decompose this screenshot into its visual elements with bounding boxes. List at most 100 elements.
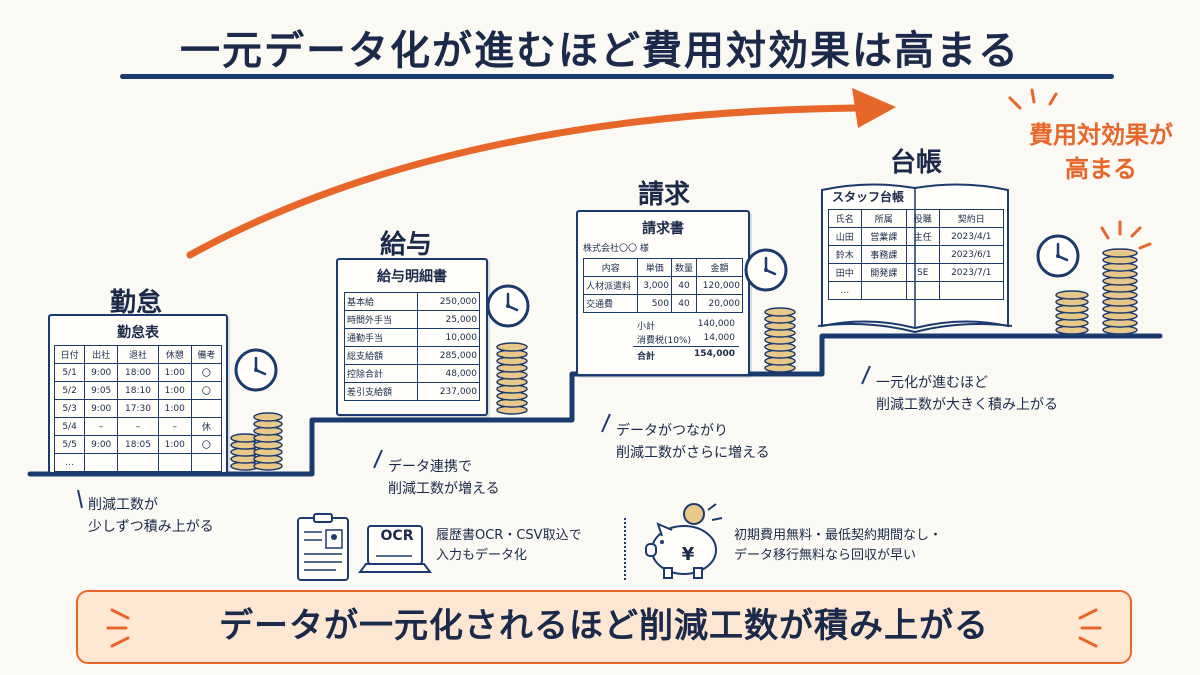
- table-cell: 500: [637, 294, 672, 313]
- staircase-line: [27, 333, 1163, 477]
- table-row: 田中 開発課 SE 2023/7/1: [828, 263, 1005, 282]
- payslip-title: 給与明細書: [377, 269, 447, 285]
- callout-line: 費用対効果が: [1029, 121, 1173, 149]
- total-label: 合計: [637, 352, 656, 362]
- table-row: 5/3 9:00 17:30 1:00: [53, 399, 223, 418]
- table-cell: [860, 281, 907, 300]
- stage-label-daicho: 台帳: [890, 148, 943, 178]
- growth-arrow: [186, 104, 864, 259]
- table-row: 交通費 500 40 20,000: [582, 294, 743, 313]
- table-row: 5/1 9:00 18:00 1:00 〇: [53, 363, 223, 382]
- feature-line: データ移行無料なら回収が早い: [734, 548, 917, 563]
- stage-label-seikyu: 請求: [638, 180, 691, 210]
- table-cell: [938, 281, 1005, 300]
- invoice-totals: 小計 140,000 消費税(10%) 14,000 合計 154,000: [583, 319, 743, 363]
- callout-line: 高まる: [1065, 155, 1137, 183]
- note-line: データ連携で: [388, 459, 472, 475]
- table-row: 鈴木 事務課 2023/6/1: [828, 245, 1005, 264]
- note-tick-kyuyo: [373, 449, 383, 469]
- coin-stack-icon: [764, 307, 796, 373]
- coin-icon: [683, 503, 705, 525]
- invoice-title: 請求書: [642, 221, 684, 237]
- subtotal-value: 140,000: [697, 319, 735, 329]
- note-tick-kintai: [77, 489, 83, 509]
- note-line: 一元化が進むほど: [876, 375, 988, 391]
- title-underline: [120, 74, 1114, 79]
- table-row: …: [53, 453, 223, 472]
- sparkle-lines-right: [1100, 220, 1152, 250]
- table-row: 5/2 9:05 18:10 1:00 〇: [53, 381, 223, 400]
- growth-arrowhead: [852, 88, 896, 128]
- feature-cost-text: 初期費用無料・最低契約期間なし・ データ移行無料なら回収が早い: [734, 526, 942, 566]
- conclusion-banner: [76, 590, 1132, 664]
- note-line: 削減工数が大きく積み上がる: [876, 397, 1058, 413]
- table-cell: [84, 453, 119, 472]
- banner-sparkles: [106, 608, 1102, 648]
- table-cell: 237,000: [417, 382, 480, 401]
- sparkle-lines-top: [1008, 88, 1058, 110]
- note-seikyu: データがつながり 削減工数がさらに増える: [616, 420, 770, 464]
- ledger-title: スタッフ台帳: [832, 190, 905, 204]
- feature-line: 初期費用無料・最低契約期間なし・: [734, 528, 943, 543]
- table-row: 人材派遣料 3,000 40 120,000: [582, 276, 743, 295]
- feature-line: 履歴書OCR・CSV取込で: [436, 528, 582, 543]
- ocr-label: OCR: [380, 528, 414, 544]
- page-title: 一元データ化が進むほど費用対効果は高まる: [180, 28, 1020, 74]
- coin-stack-icon: [253, 412, 283, 471]
- coin-stack-icon: [1055, 290, 1089, 335]
- feature-ocr-text: 履歴書OCR・CSV取込で 入力もデータ化: [436, 526, 582, 566]
- feature-line: 入力もデータ化: [436, 548, 528, 563]
- resume-icon: [297, 513, 349, 581]
- conclusion-text: データが一元化されるほど削減工数が積み上がる: [219, 606, 989, 646]
- clock-icon: [744, 248, 788, 292]
- note-line: 削減工数がさらに増える: [616, 445, 770, 461]
- note-tick-daicho: [861, 365, 871, 385]
- note-kyuyo: データ連携で 削減工数が増える: [388, 456, 500, 500]
- feature-divider: [624, 518, 628, 580]
- timesheet-table: 日付 出社 退社 休憩 備考 5/1 9:00 18:00 1:00 〇 5/2…: [53, 345, 223, 472]
- note-line: 削減工数が増える: [388, 481, 500, 497]
- table-cell: …: [828, 281, 862, 300]
- note-line: 削減工数が: [88, 497, 158, 513]
- table-cell: [190, 453, 223, 472]
- invoice-document: 請求書 株式会社〇〇 様 内容 単価 数量 金額 人材派遣料 3,000 40 …: [576, 210, 750, 376]
- stage-label-kintai: 勤怠: [110, 288, 163, 318]
- total-value: 154,000: [694, 349, 735, 359]
- laptop-icon: [358, 525, 432, 573]
- cost-effectiveness-callout: 費用対効果が 高まる: [1016, 118, 1186, 186]
- note-line: データがつながり: [616, 423, 728, 439]
- timesheet-document: 勤怠表 日付 出社 退社 休憩 備考 5/1 9:00 18:00 1:00 〇…: [48, 314, 228, 474]
- table-cell: 差引支給額: [343, 382, 419, 401]
- table-cell: 20,000: [696, 294, 743, 313]
- clock-icon: [1036, 234, 1080, 278]
- yen-symbol: ¥: [681, 544, 695, 565]
- table-cell: 5/4: [53, 417, 86, 436]
- piggy-bank-illustration: [645, 503, 723, 579]
- coin-stack-icon: [496, 342, 528, 415]
- ledger-content: スタッフ台帳 氏名 所属 役職 契約日 山田 営業課 主任 2023/4/1 鈴…: [828, 188, 1005, 300]
- table-row: …: [828, 281, 1005, 300]
- note-daicho: 一元化が進むほど 削減工数が大きく積み上がる: [876, 372, 1058, 416]
- stage-label-kyuyo: 給与: [380, 230, 433, 260]
- coin-stack-icon: [1102, 248, 1138, 335]
- tax-label: 消費税(10%): [637, 336, 692, 346]
- note-kintai: 削減工数が 少しずつ積み上がる: [88, 494, 214, 538]
- timesheet-title: 勤怠表: [117, 325, 159, 341]
- clock-icon: [234, 348, 278, 392]
- table-row: 5/4 – – – 休: [53, 417, 223, 436]
- note-line: 少しずつ積み上がる: [88, 519, 214, 535]
- tax-value: 14,000: [703, 333, 736, 343]
- ledger-table: 氏名 所属 役職 契約日 山田 営業課 主任 2023/4/1 鈴木 事務課 2…: [828, 209, 1005, 300]
- invoice-table: 内容 単価 数量 金額 人材派遣料 3,000 40 120,000 交通費 5…: [582, 258, 743, 313]
- table-cell: 交通費: [582, 294, 639, 313]
- table-row: 山田 営業課 主任 2023/4/1: [828, 227, 1005, 246]
- invoice-addressee: 株式会社〇〇 様: [583, 244, 649, 254]
